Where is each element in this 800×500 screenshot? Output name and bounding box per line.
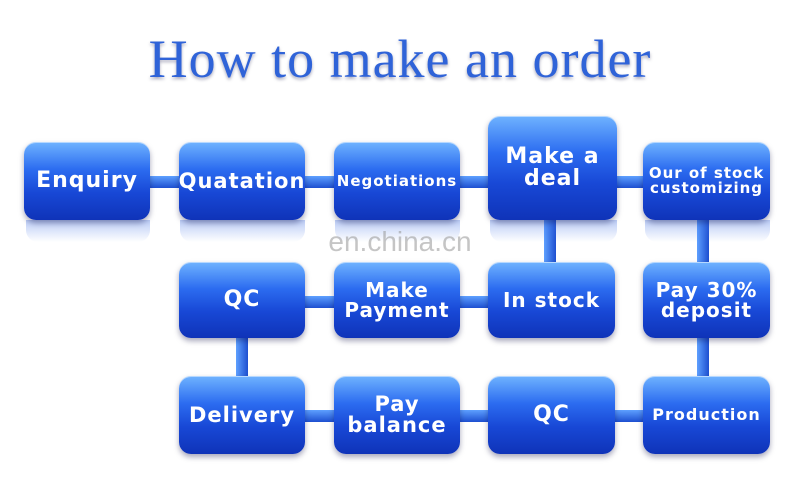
page-title: How to make an order <box>148 29 652 89</box>
connector <box>236 338 248 376</box>
step-label: QC <box>223 287 261 312</box>
step-pay-balance: Pay balance <box>334 376 460 454</box>
step-in-stock: In stock <box>488 262 615 338</box>
connector <box>617 176 645 188</box>
box-reflection <box>645 220 770 242</box>
connector <box>150 176 180 188</box>
connector <box>305 176 335 188</box>
step-qc-top: QC <box>179 262 305 338</box>
watermark: en.china.cn <box>328 226 472 257</box>
step-label: Negotiations <box>336 171 458 190</box>
step-label: Pay 30% deposit <box>655 278 758 322</box>
step-label: QC <box>533 402 570 427</box>
box-reflection <box>335 220 460 242</box>
box-reflection <box>26 220 150 242</box>
step-make-payment: Make Payment <box>334 262 460 338</box>
step-production: Production <box>643 376 770 454</box>
step-our-of-stock-customizing: Our of stock customizing <box>643 142 770 220</box>
connector <box>305 410 335 422</box>
step-quatation: Quatation <box>179 142 305 220</box>
connector <box>460 176 490 188</box>
step-label: Enquiry <box>36 168 138 193</box>
step-label: Pay balance <box>347 392 447 437</box>
step-label: Delivery <box>188 402 296 427</box>
step-enquiry: Enquiry <box>24 142 150 220</box>
box-reflection <box>490 220 617 242</box>
step-make-a-deal: Make a deal <box>488 116 617 220</box>
connector <box>544 220 556 262</box>
step-delivery: Delivery <box>179 376 305 454</box>
step-pay-30-deposit: Pay 30% deposit <box>643 262 770 338</box>
step-label: Our of stock customizing <box>648 164 765 197</box>
step-label: Quatation <box>178 168 306 193</box>
connector <box>305 296 335 308</box>
connector <box>697 338 709 376</box>
connector <box>460 296 490 308</box>
step-qc-bottom: QC <box>488 376 615 454</box>
connector <box>697 220 709 262</box>
step-negotiations: Negotiations <box>334 142 460 220</box>
step-label: Make Payment <box>344 278 450 322</box>
connector <box>460 410 490 422</box>
box-reflection <box>180 220 305 242</box>
step-label: Make a deal <box>505 144 600 191</box>
connector <box>615 410 645 422</box>
step-label: Production <box>652 405 761 424</box>
step-label: In stock <box>502 288 600 312</box>
